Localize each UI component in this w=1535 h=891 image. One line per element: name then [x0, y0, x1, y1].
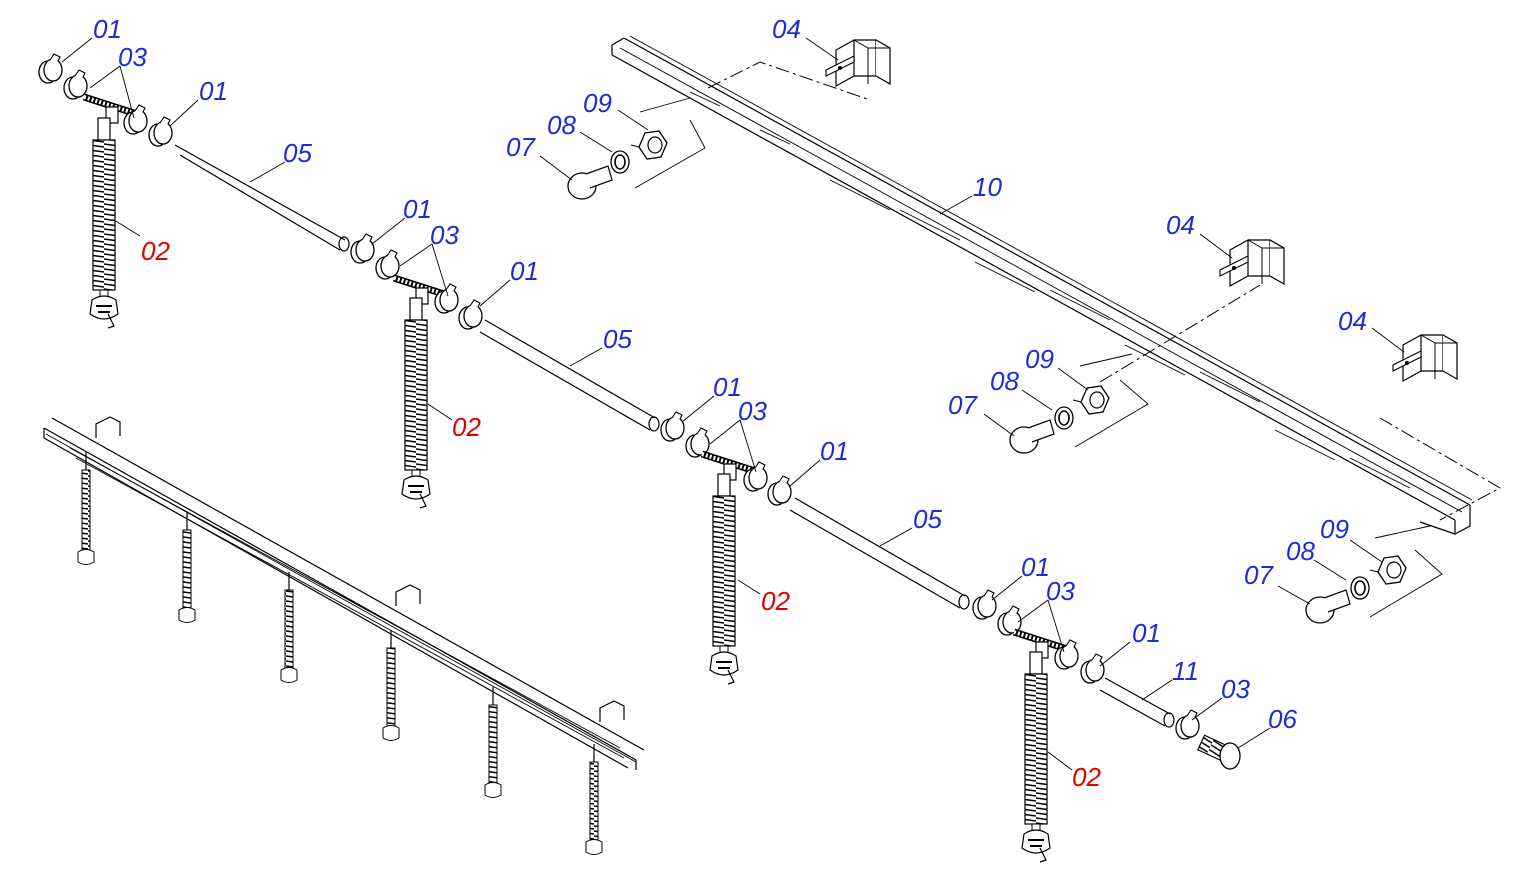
nut-part — [630, 130, 668, 160]
part-label: 07 — [506, 132, 536, 162]
part-label: 01 — [199, 76, 228, 106]
part-label: 01 — [403, 194, 432, 224]
washer-part — [1350, 576, 1370, 600]
part-label-highlighted: 02 — [141, 236, 170, 266]
part-label: 03 — [118, 42, 147, 72]
clamp-part — [434, 283, 459, 314]
leader-lines — [61, 37, 1405, 771]
washer-part — [610, 150, 630, 174]
clamp-part — [375, 249, 400, 280]
part-label: 09 — [583, 88, 612, 118]
part-label: 11 — [1172, 656, 1199, 686]
part-label: 01 — [93, 14, 122, 44]
clamp-part — [38, 53, 63, 84]
part-label: 04 — [1166, 210, 1195, 240]
clamp-part — [1175, 709, 1200, 740]
part-label: 05 — [603, 324, 632, 354]
part-label: 01 — [713, 372, 742, 402]
part-label: 05 — [913, 504, 942, 534]
part-label: 07 — [948, 390, 978, 420]
nut-part — [1369, 555, 1407, 585]
pipe-assembly-exploded — [38, 53, 1241, 863]
part-labels: 01 03 01 05 02 01 03 01 05 02 01 03 01 0… — [93, 14, 1367, 792]
end-plug-part — [1197, 734, 1241, 770]
clamp-part — [148, 116, 173, 147]
part-label: 10 — [973, 172, 1002, 202]
pipe-part — [789, 497, 966, 609]
channel-rail-part — [611, 35, 1473, 535]
part-label: 01 — [1132, 618, 1161, 648]
part-label: 04 — [772, 14, 801, 44]
bracket-part — [1392, 334, 1458, 382]
part-label: 03 — [1046, 576, 1075, 606]
spring-dropper-part — [401, 297, 431, 509]
bracket-part — [1219, 239, 1285, 287]
clamp-part — [767, 475, 792, 506]
part-label: 03 — [430, 220, 459, 250]
part-label: 07 — [1244, 560, 1274, 590]
clamp-part — [972, 589, 997, 620]
part-label: 01 — [510, 256, 539, 286]
carriage-bolt-part — [1009, 419, 1055, 454]
part-label: 08 — [547, 110, 576, 140]
spring-dropper-part — [1021, 651, 1051, 863]
spring-dropper-part — [89, 117, 119, 329]
pipe-part — [479, 319, 656, 431]
part-label: 08 — [1286, 536, 1315, 566]
clamp-part — [458, 299, 483, 330]
part-label: 06 — [1268, 704, 1297, 734]
part-label: 09 — [1320, 514, 1349, 544]
part-label-highlighted: 02 — [452, 412, 481, 442]
part-label-highlighted: 02 — [1072, 762, 1101, 792]
carriage-bolt-part — [567, 165, 613, 200]
part-label: 03 — [1221, 674, 1250, 704]
part-label: 01 — [820, 436, 849, 466]
part-label: 05 — [283, 138, 312, 168]
short-pipe-part — [1099, 677, 1171, 727]
pipe-part — [174, 144, 346, 251]
washer-part — [1054, 406, 1074, 430]
clamp-part — [660, 411, 685, 442]
part-label: 01 — [1021, 552, 1050, 582]
clamp-part — [350, 233, 375, 264]
clamp-part — [63, 69, 88, 100]
part-label: 03 — [738, 396, 767, 426]
clamp-part — [1080, 653, 1105, 684]
assembled-boom-overview — [43, 416, 645, 855]
carriage-bolt-part — [1305, 589, 1351, 624]
part-label: 08 — [990, 366, 1019, 396]
nut-part — [1072, 385, 1110, 415]
part-label-highlighted: 02 — [761, 586, 790, 616]
part-label: 04 — [1338, 306, 1367, 336]
spring-dropper-part — [709, 473, 739, 685]
part-label: 09 — [1025, 344, 1054, 374]
bracket-part — [825, 39, 891, 87]
